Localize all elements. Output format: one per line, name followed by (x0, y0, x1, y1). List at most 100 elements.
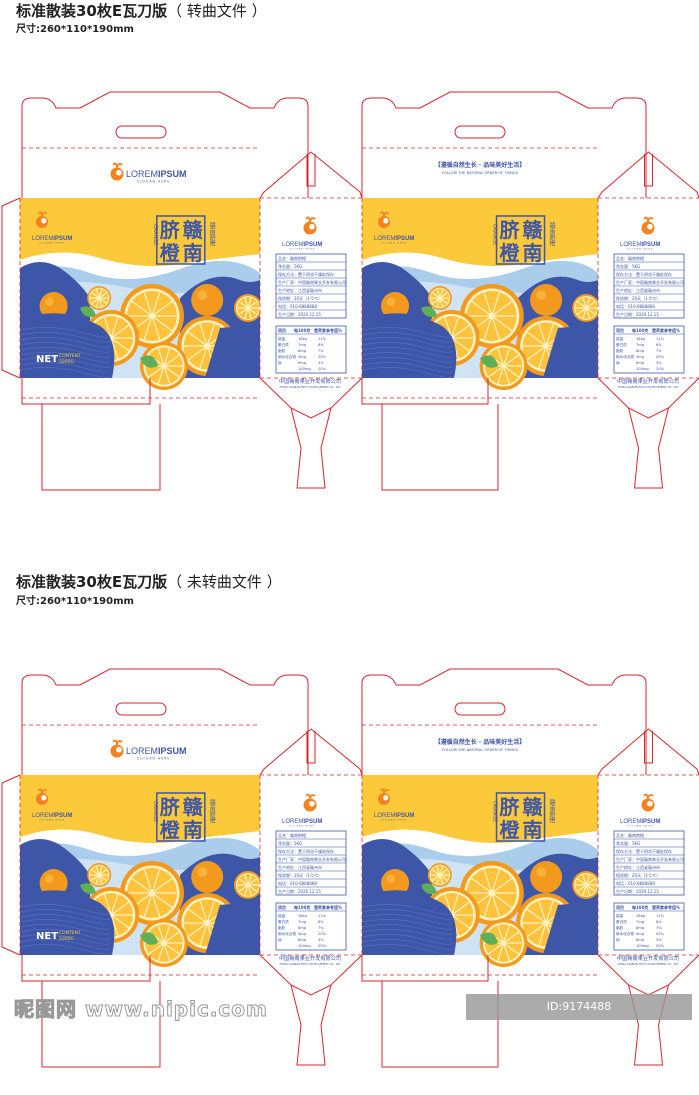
nutrition-cell: 6mg (298, 361, 306, 365)
side-en-label: ORANGE (492, 224, 498, 245)
orange-segment (143, 892, 153, 917)
company-en: CHINA GANNAN FRUIT DEVELOPMENT CO., LTD (618, 385, 679, 389)
nutrition-header: 营养素参考值% (314, 327, 342, 333)
orange-segment (95, 288, 100, 299)
hill-stripe (19, 327, 111, 338)
nutrition-cell: 6% (656, 920, 662, 924)
orange-segment (98, 865, 103, 876)
orange-segment (503, 348, 510, 367)
brand-tagline: SLOGAN HERE (381, 819, 407, 822)
orange-segment (206, 323, 216, 347)
nutrition-cell: 11% (318, 337, 327, 341)
brand-tagline: SLOGAN HERE (289, 825, 315, 828)
watermark-logo: 昵图网 www.nipic.com (14, 997, 268, 1022)
orange-segment (491, 877, 513, 894)
brand-tagline: SLOGAN HERE (137, 179, 171, 183)
nutrition-cell: 钠 (616, 937, 620, 942)
spec-row: 净含量：5KG (616, 263, 640, 269)
hill-stripe (19, 332, 111, 343)
spec-row: 保质期：20天（1-5℃） (278, 872, 322, 878)
orange-segment (110, 914, 130, 929)
hill-stripe (19, 904, 111, 915)
orange-segment (491, 315, 513, 332)
size-label: 尺寸:260*110*190mm (16, 24, 134, 35)
orange-fruit (191, 284, 224, 316)
brand-light: LOREM (620, 242, 641, 248)
orange-highlight (386, 297, 396, 306)
nutrition-cell: 7mg (636, 343, 644, 347)
orange-segment (199, 922, 208, 946)
orange-segment (103, 894, 112, 916)
orange-core (438, 873, 442, 877)
gusset-bottom-cut (259, 954, 363, 1066)
handle-slot (454, 702, 506, 716)
orange-segment (439, 865, 444, 876)
vertical-label: 赣南脐橙 (548, 798, 555, 824)
hill-stripe (19, 924, 111, 935)
orange-core (246, 306, 250, 310)
nutrition-cell: 7% (318, 349, 324, 353)
nutrition-cell: 6mg (298, 938, 306, 942)
spec-row: 生产地址：江西省赣州市 (278, 287, 322, 293)
orange-segment (110, 337, 119, 359)
orange-segment (444, 317, 453, 339)
slogan-cn: 【遵循自然生长 · 品味美好生活】 (435, 161, 525, 169)
orange-segment (98, 297, 103, 308)
orange-highlight (45, 874, 54, 883)
blue-hill-front-left (20, 890, 115, 955)
orange-highlight (197, 290, 208, 300)
hill-stripe (361, 914, 453, 925)
orange-segment (451, 317, 459, 339)
brand-light: LOREM (282, 819, 303, 825)
orange-segment (451, 901, 470, 916)
spec-row: 净含量：5KG (616, 840, 640, 846)
nutrition-header: 项目 (278, 327, 286, 333)
spec-row: 净含量：5KG (278, 840, 302, 846)
title-frame (495, 215, 546, 265)
orange-logo-cutout (41, 795, 47, 801)
orange-fruit (191, 861, 224, 893)
brand-bold: IPSUM (53, 236, 72, 242)
orange-segment (98, 869, 108, 876)
brand-bold: IPSUM (641, 819, 660, 825)
nutrition-cell: 20% (318, 932, 327, 936)
orange-segment (163, 365, 171, 384)
orange-segment (163, 931, 180, 944)
orange-segment (244, 297, 249, 309)
orange-segment (163, 942, 171, 961)
title-char: 赣 (523, 795, 544, 819)
spec-row: 生产厂家：中国赣南果业开发有限公司 (616, 856, 684, 862)
blue-hill-front-right (543, 904, 598, 955)
hill-stripe (361, 327, 453, 338)
orange-segment (436, 874, 441, 885)
leaf-icon (643, 793, 654, 799)
spec-row: 生产地址：江西省赣州市 (278, 864, 322, 870)
orange-segment (187, 345, 208, 361)
orange-highlight (536, 867, 547, 877)
hill-stripe (19, 914, 111, 925)
orange-segment (247, 884, 252, 896)
brand-bold: IPSUM (395, 813, 414, 819)
gusset-slot (644, 731, 653, 764)
orange-segment (577, 878, 587, 886)
orange-segment (238, 301, 249, 309)
spec-row: 保质期：20天（1-5℃） (616, 872, 660, 878)
hill-stripe (19, 342, 111, 353)
blue-hill-front-right (205, 327, 260, 378)
company-en: CHINA GANNAN FRUIT DEVELOPMENT CO., LTD (280, 962, 341, 966)
orange-segment (244, 874, 249, 886)
orange-segment (157, 348, 165, 367)
orange-segment (247, 874, 252, 886)
spec-row: 品名：赣南脐橙 (616, 255, 644, 261)
orange-segment (187, 908, 208, 924)
orange-segment (98, 874, 103, 885)
title-char: 脐 (500, 795, 521, 819)
orange-core (543, 920, 550, 926)
orange-segment (577, 307, 587, 315)
orange-segment (577, 884, 587, 892)
orange-core (488, 889, 495, 897)
orange-segment (491, 300, 513, 317)
section-title: 标准散装30枚E瓦刀版（ 转曲文件 ） (16, 2, 267, 20)
orange-segment (503, 354, 520, 367)
